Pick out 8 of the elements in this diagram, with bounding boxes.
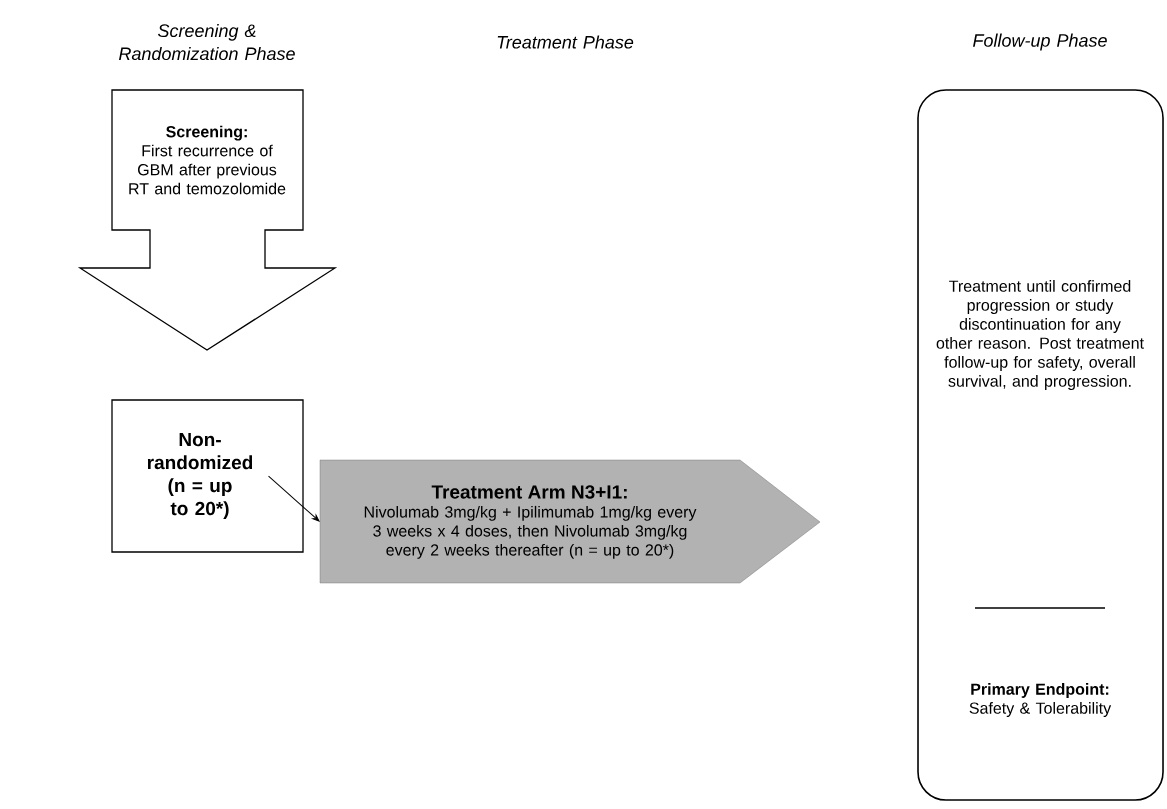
- follow-up-box: Treatment until confirmed progression or study discontinuation for any other reason. Post treatment follow-up for safety, overall survival, and progression. Primary Endpoint: Safety & Tolerability: [917, 89, 1164, 801]
- phase-heading: Screening & Randomization Phase: [119, 23, 295, 61]
- group-box: Non-randomized (n = up to 20*): [111, 399, 304, 553]
- screening-arrow-box: Screening: First recurrence of GBM after previous RT and temozolomide: [77, 89, 338, 351]
- phase-heading: Treatment Phase: [497, 35, 634, 49]
- arrow: [268, 475, 320, 522]
- phase-heading: Follow-up Phase: [973, 33, 1107, 51]
- treatment-arrow-box: Treatment Arm N3+I1: Nivolumab 3mg/kg + Ipilimumab 1mg/kg every 3 weeks x 4 doses, then Nivolumab 3mg/kg every 2 weeks thereafter (n = up to 20*): [319, 459, 821, 584]
